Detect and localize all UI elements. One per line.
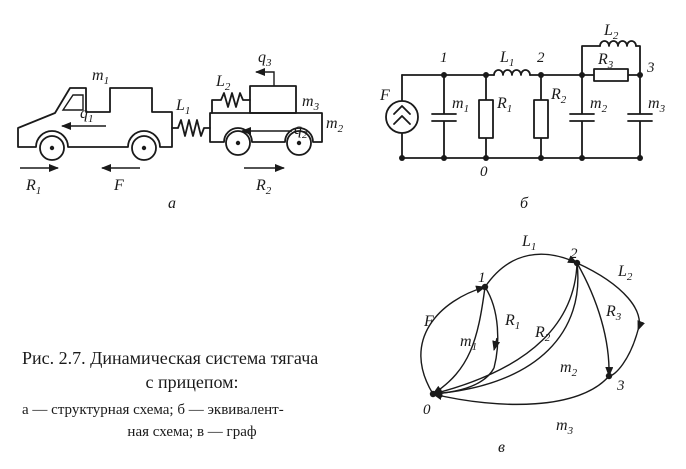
edge-m3: [432, 375, 610, 406]
panel-c-graph: 0 1 2 3 L1 L2 F R1 m1 R2 m2 R3 m3 в: [420, 233, 645, 456]
spring-L2: [211, 92, 251, 114]
edge-R1: [484, 286, 499, 369]
label-L1-ind: L1: [499, 49, 514, 69]
resistor-R3: [593, 68, 629, 82]
caption-line-1: Рис. 2.7. Динамическая система тягача: [22, 348, 318, 368]
source-chevrons: [393, 105, 411, 125]
edge-L1: [484, 253, 578, 288]
label-m2-cap: m2: [590, 95, 608, 115]
inductor-L1: [493, 69, 531, 76]
edge-R3: [576, 262, 614, 377]
trailer-platform: [209, 112, 323, 143]
edge-L2: [576, 262, 645, 331]
graph-label-L2: L2: [617, 263, 633, 283]
resistor-R2: [533, 99, 549, 139]
graph-node-3: [605, 372, 613, 380]
graph-node-3-label: 3: [616, 378, 625, 394]
trailer-wheel-1: [225, 130, 251, 156]
caption-line-2: с прицепом:: [145, 372, 238, 392]
panel-b-equivalent-circuit: F 1 2 3 0 m1 R1 L1 R2 m2 L2 R3 m3 б: [379, 22, 666, 212]
panel-a-label: а: [168, 195, 176, 212]
graph-label-R3: R3: [605, 303, 622, 323]
spring-L1: [171, 119, 211, 137]
label-F: F: [113, 177, 124, 194]
label-R1: R1: [25, 177, 41, 197]
graph-label-m1: m1: [460, 333, 477, 353]
cargo-box-m3: [249, 85, 297, 114]
legend-line-1: а — структурная схема; б — эквивалент-: [22, 402, 284, 418]
legend-line-2: ная схема; в — граф: [127, 424, 256, 440]
label-q1: q1: [80, 105, 94, 125]
edge-m2: [432, 262, 579, 398]
edge-m1: [432, 286, 486, 395]
tractor-window: [61, 94, 84, 111]
label-L2-ind: L2: [603, 22, 619, 42]
tractor-front-wheel: [39, 135, 65, 161]
label-L2: L2: [215, 73, 231, 93]
parallel-left: [581, 45, 601, 76]
node-3-label: 3: [646, 60, 655, 76]
graph-node-2: [573, 259, 581, 267]
label-m1: m1: [92, 67, 109, 87]
graph-node-2-label: 2: [570, 246, 578, 262]
panel-c-label: в: [498, 439, 505, 456]
label-R3-res: R3: [597, 51, 614, 71]
edge-L2-cont: [608, 329, 639, 377]
q3-arrow: [255, 68, 275, 86]
graph-label-R2: R2: [534, 324, 551, 344]
label-R2: R2: [255, 177, 272, 197]
trailer-wheel-2: [286, 130, 312, 156]
edge-F: [420, 285, 486, 395]
graph-node-1: [481, 283, 489, 291]
node-0-label: 0: [480, 164, 488, 180]
figure-caption: Рис. 2.7. Динамическая система тягача с …: [22, 348, 318, 440]
resistor-R1: [478, 99, 494, 139]
graph-label-R1: R1: [504, 312, 520, 332]
capacitor-m2: [569, 74, 595, 159]
graph-label-m2: m2: [560, 359, 578, 379]
capacitor-m3: [627, 74, 653, 159]
edge-R2: [432, 262, 578, 396]
label-R2-res: R2: [550, 86, 567, 106]
graph-node-0-label: 0: [423, 402, 431, 418]
label-m1-cap: m1: [452, 95, 469, 115]
label-F-source: F: [379, 87, 390, 104]
tractor-rear-wheel: [131, 135, 157, 161]
graph-node-1-label: 1: [478, 270, 486, 286]
tractor-body: [17, 87, 173, 148]
node-2-label: 2: [537, 50, 545, 66]
graph-label-m3: m3: [556, 417, 574, 437]
label-q3: q3: [258, 49, 272, 69]
label-q2: q2: [294, 121, 308, 141]
panel-a-structural-scheme: m1 q1 L1 L2 q3 m3 q2 m2 R1 F R2 а: [17, 49, 344, 212]
graph-node-0: [429, 390, 437, 398]
edge-R1-arrowhead: [492, 337, 501, 351]
label-R1-res: R1: [496, 95, 512, 115]
graph-label-L1: L1: [521, 233, 536, 253]
node-1-label: 1: [440, 50, 448, 66]
capacitor-m1: [431, 74, 457, 159]
inductor-L2: [599, 40, 637, 47]
label-L1: L1: [175, 97, 190, 117]
label-m3-cap: m3: [648, 95, 666, 115]
panel-b-label: б: [520, 195, 529, 212]
junction-dots: [399, 72, 643, 161]
parallel-right: [635, 45, 641, 76]
label-m3: m3: [302, 93, 320, 113]
graph-label-F: F: [423, 313, 434, 330]
label-m2: m2: [326, 115, 344, 135]
